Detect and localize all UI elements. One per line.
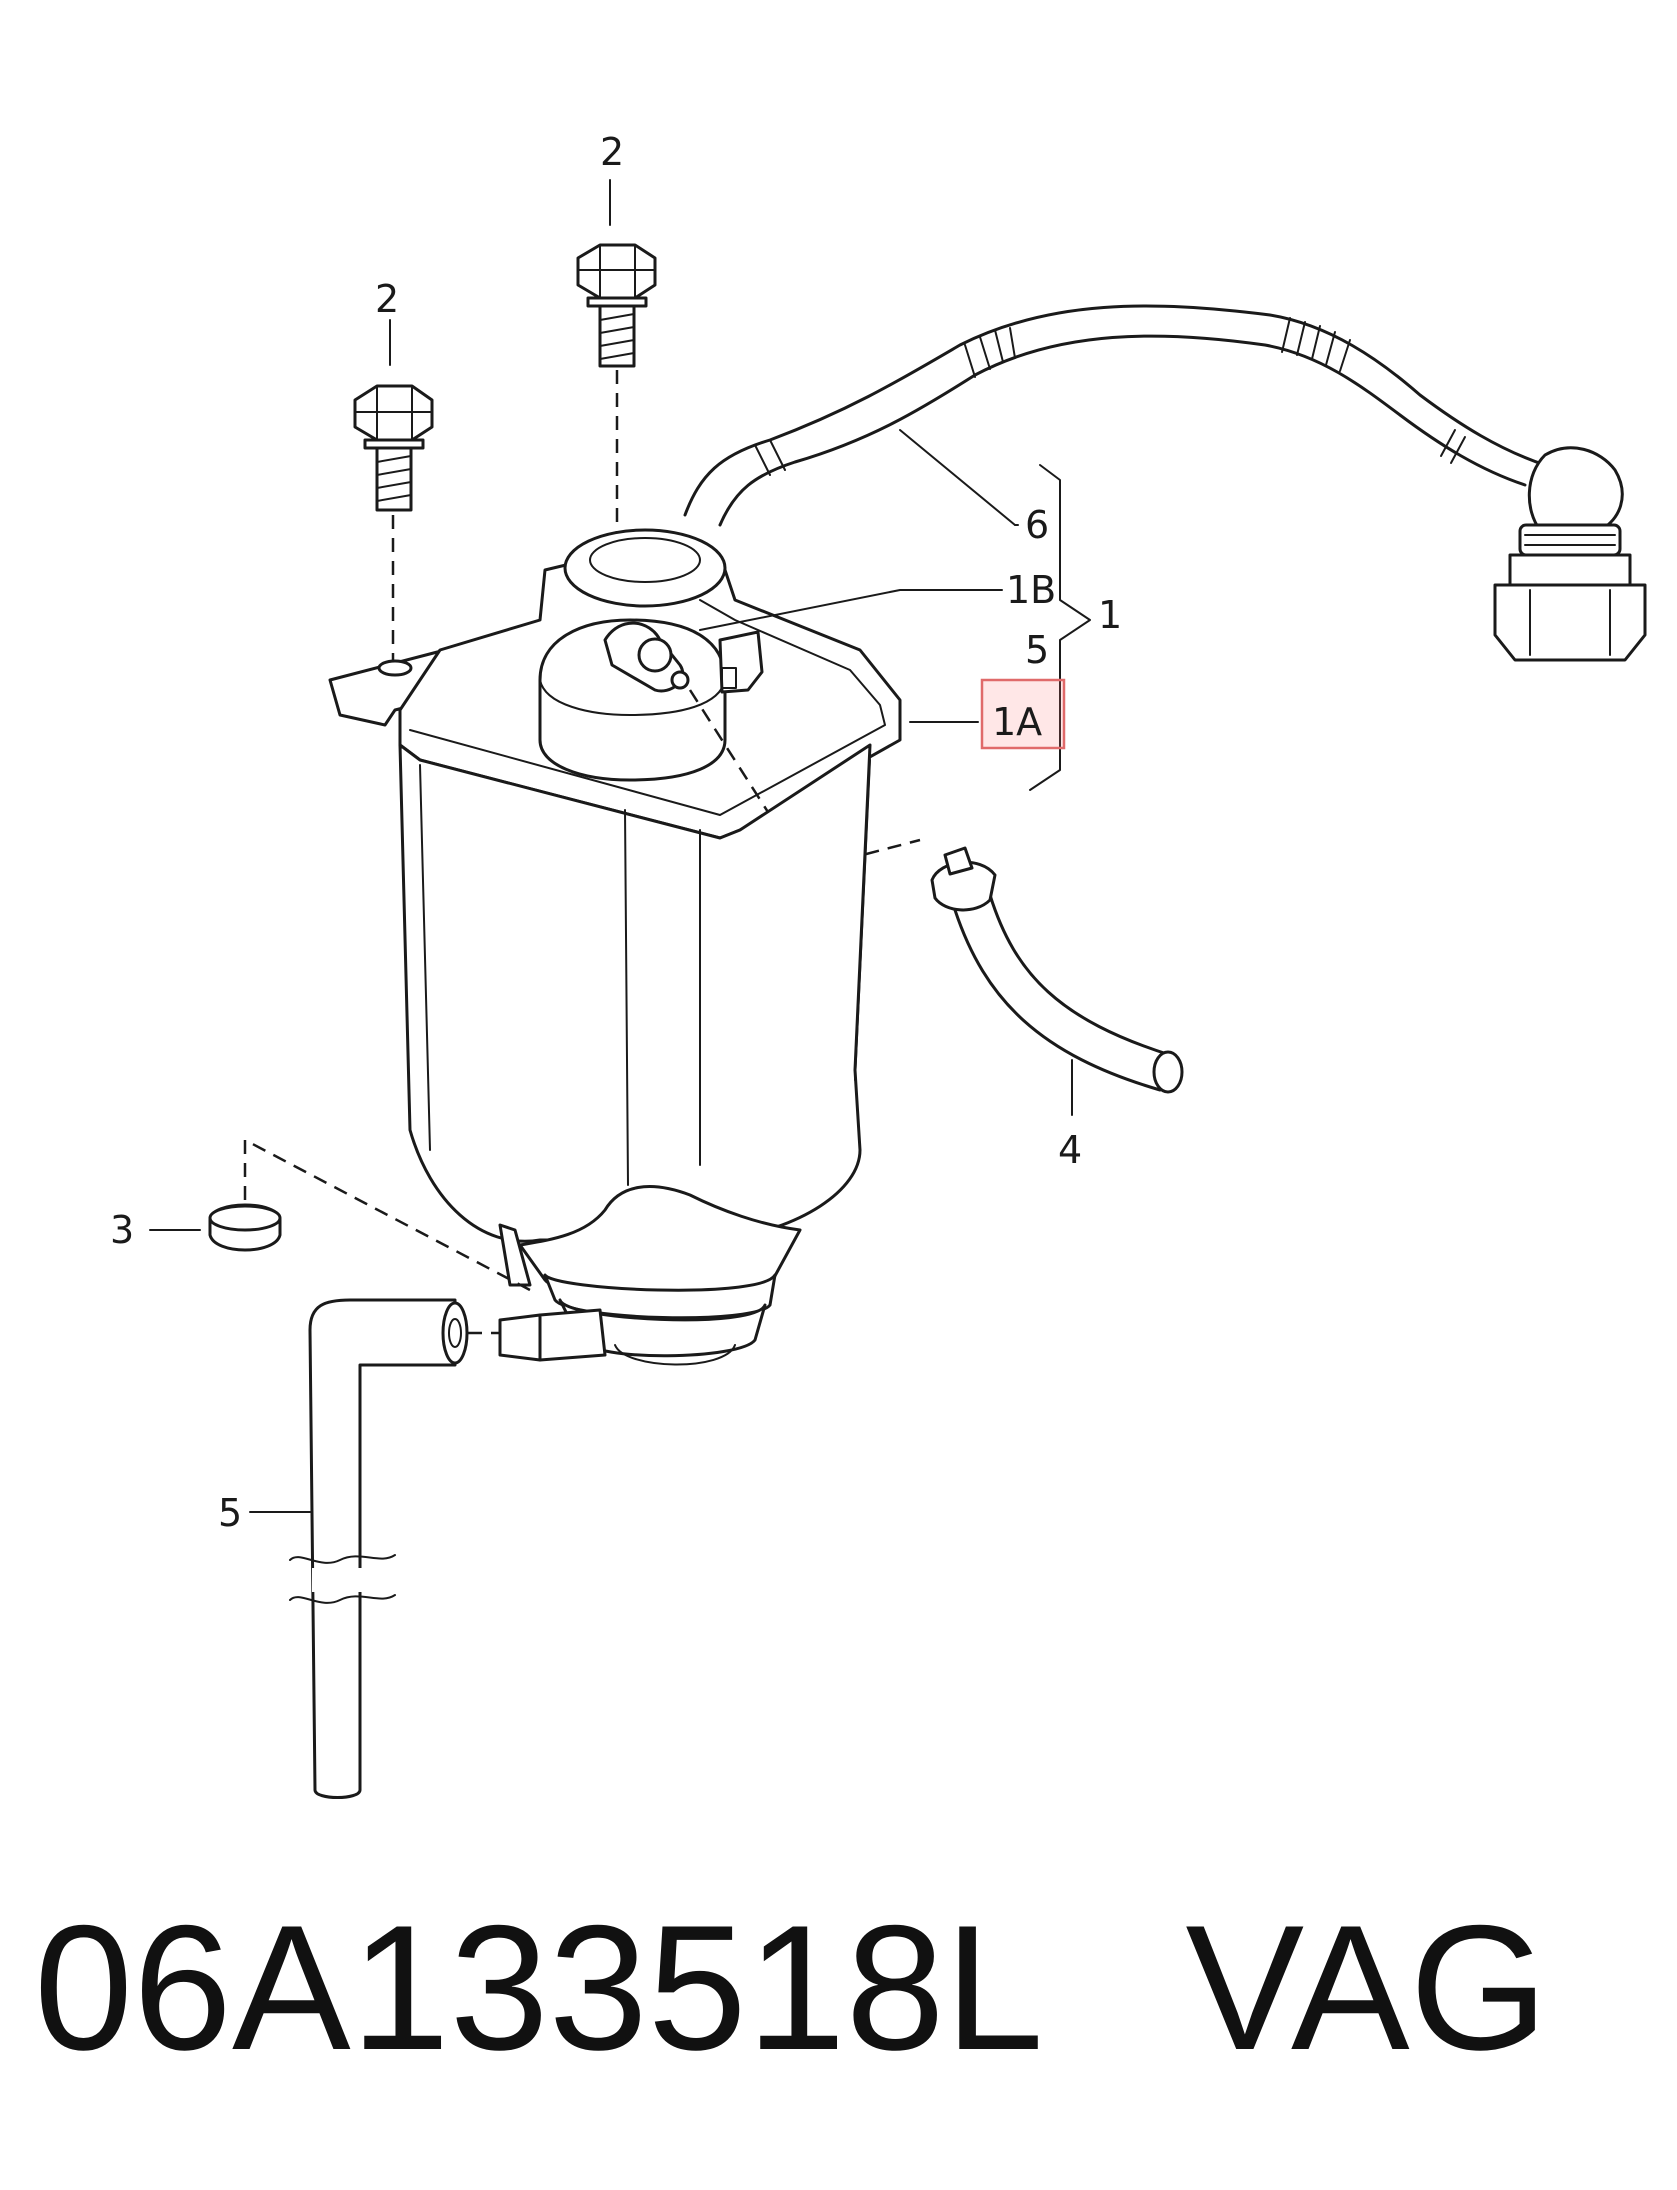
callout-sensor-a: 1A (992, 700, 1042, 744)
callout-grommet: 3 (110, 1208, 134, 1252)
bolt-left (353, 384, 434, 660)
bolt-top (576, 243, 657, 555)
vent-line-6 (683, 304, 1547, 527)
callout-sensor-b: 1B (1006, 568, 1056, 612)
grommet-3 (208, 1137, 531, 1292)
highlight-box (980, 678, 1066, 750)
part-number-caption: 06A133518L VAG (34, 1885, 1548, 2090)
connector-plug (1493, 446, 1647, 662)
callout-line-top: 6 (1025, 503, 1049, 547)
callout-hose-bracket: 5 (1025, 628, 1049, 672)
hose-4 (930, 846, 1184, 1094)
reservoir-body (398, 743, 872, 1366)
leader-lines (149, 179, 1091, 1513)
reservoir-top (328, 528, 921, 872)
callout-hose-bottom: 5 (218, 1491, 242, 1535)
hose-5 (289, 1298, 607, 1799)
callout-bolt-left: 2 (375, 277, 399, 321)
callout-hose-right: 4 (1058, 1128, 1082, 1172)
brand-name: VAG (1185, 1888, 1549, 2087)
callout-bolt-top: 2 (600, 130, 624, 174)
part-number: 06A133518L (34, 1888, 1038, 2087)
callout-assembly: 1 (1098, 593, 1122, 637)
